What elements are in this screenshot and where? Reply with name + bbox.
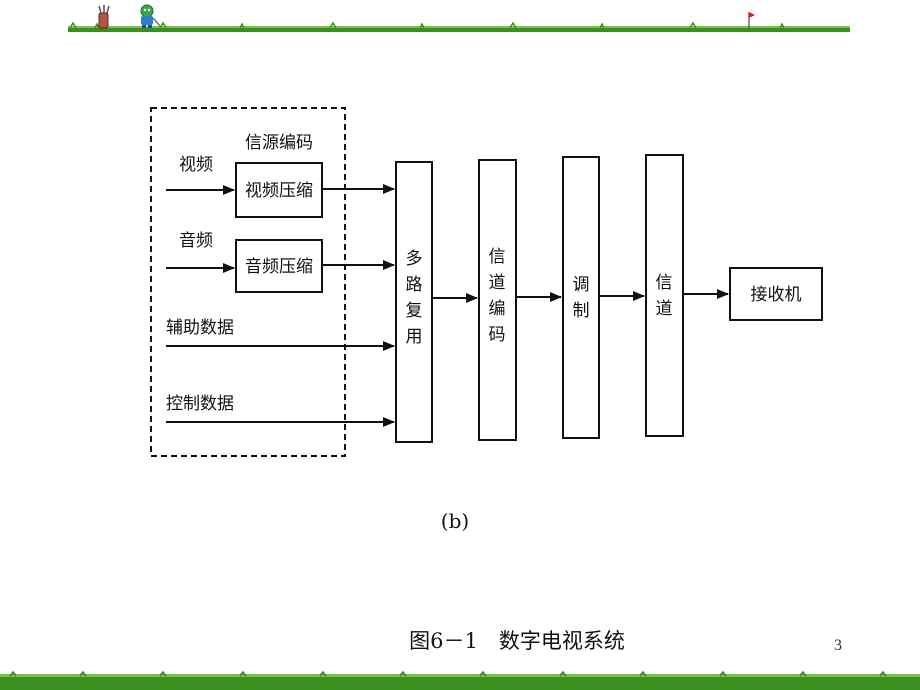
mux-char-1: 多 [406,249,423,269]
chcode-char-4: 码 [489,325,506,345]
input-label-audio: 音频 [179,231,213,251]
mux-char-2: 路 [406,275,423,295]
bottom-grass-strip [0,670,920,690]
input-label-video: 视频 [179,155,213,175]
input-label-aux: 辅助数据 [166,318,234,338]
mod-char-1: 调 [573,275,590,295]
stage-modulation: 调 制 [562,156,600,439]
mux-char-4: 用 [406,327,423,347]
mux-char-3: 复 [406,301,423,321]
chcode-char-2: 道 [489,273,506,293]
chcode-char-3: 编 [489,299,506,319]
page-number: 3 [834,637,842,654]
stage-multiplexer: 多 路 复 用 [395,161,433,443]
mod-char-2: 制 [573,301,590,321]
receiver-box: 接收机 [729,267,823,321]
stage-channel: 信 道 [645,154,684,437]
chcode-char-1: 信 [489,247,506,267]
channel-char-1: 信 [656,273,673,293]
audio-compression-label: 音频压缩 [245,257,313,277]
grass-tufts [69,21,785,29]
mascot-golfer-icon [140,4,161,28]
channel-char-2: 道 [656,299,673,319]
golf-flag-icon [748,12,755,28]
stage-channel-coding: 信 道 编 码 [478,159,517,441]
audio-compression-box: 音频压缩 [235,239,323,293]
golf-bag-icon [98,5,110,29]
top-grass-strip [68,21,850,32]
source-coding-group-border [150,107,346,457]
receiver-label: 接收机 [751,285,802,305]
input-label-ctrl: 控制数据 [166,394,234,414]
video-compression-label: 视频压缩 [245,181,313,201]
figure-sublabel: (b) [441,509,469,533]
video-compression-box: 视频压缩 [235,162,323,218]
source-coding-label: 信源编码 [245,133,313,153]
figure-caption: 图6－1 数字电视系统 [409,629,625,653]
